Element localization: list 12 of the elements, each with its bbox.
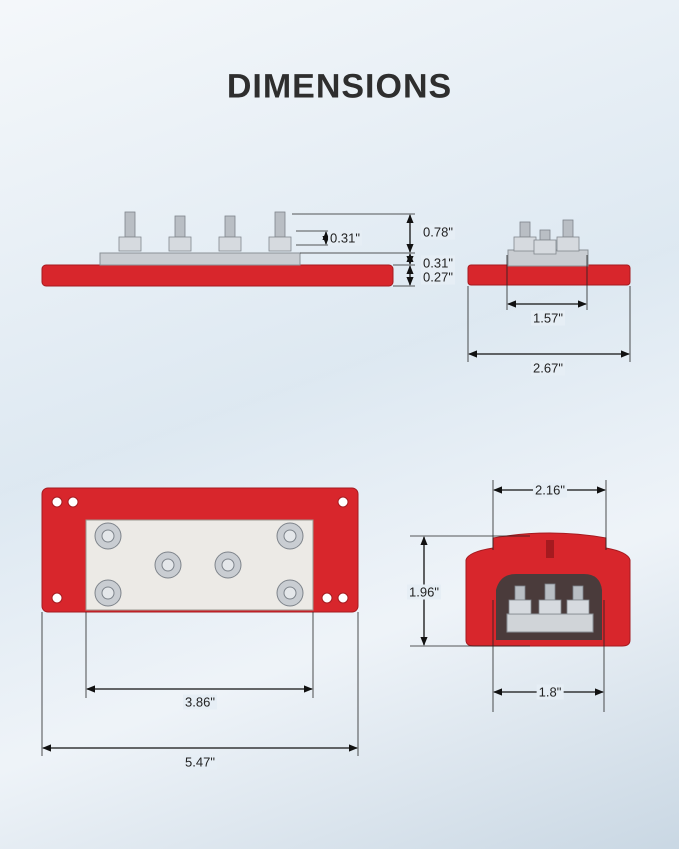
dimension-label: 1.8" (536, 684, 564, 700)
dimension-label: 3.86" (183, 694, 217, 710)
dimension-label: 5.47" (183, 754, 217, 770)
dimension-label: 0.78" (421, 224, 455, 240)
dimension-label: 2.16" (533, 482, 567, 498)
dimension-label: 1.57" (531, 310, 565, 326)
title: DIMENSIONS (226, 68, 452, 106)
dimension-label: 0.31" (421, 256, 455, 270)
dimension-label: 1.96" (407, 584, 441, 600)
dimension-label: 2.67" (531, 360, 565, 376)
dimension-label: 0.31" (328, 230, 362, 246)
dimension-label: 0.27" (421, 270, 455, 284)
